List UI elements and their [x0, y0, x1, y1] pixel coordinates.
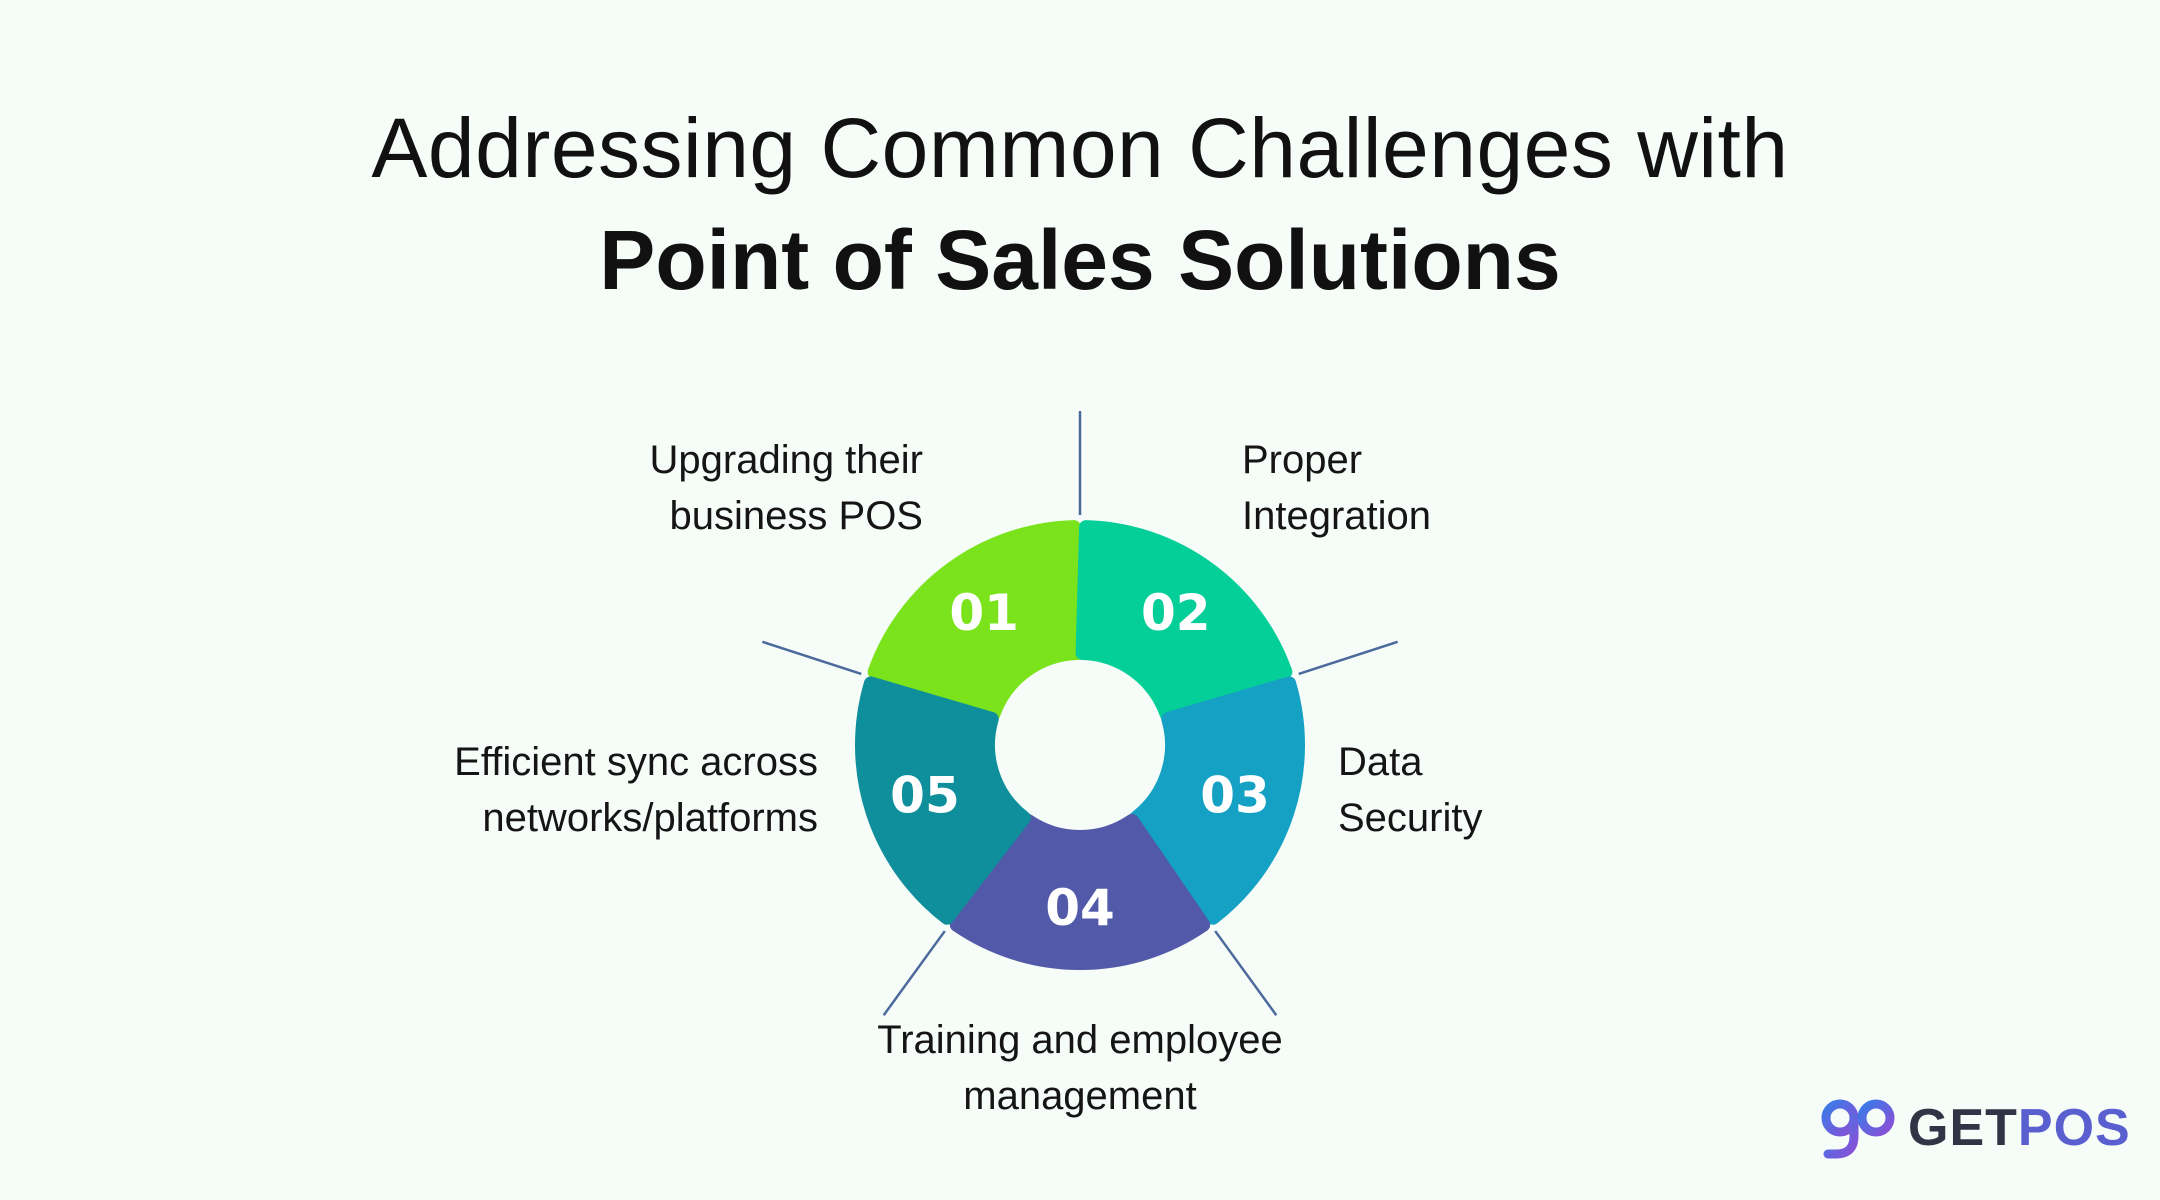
label-01-line-1: Upgrading their [649, 438, 924, 482]
segment-number-01: 01 [949, 584, 1019, 642]
title-line-2: Point of Sales Solutions [599, 213, 1561, 307]
label-05-line-1: Efficient sync across [454, 740, 818, 784]
segment-numbers: 01 02 03 04 05 [890, 584, 1270, 937]
segment-05 [855, 676, 1031, 925]
segment-04 [949, 813, 1211, 970]
wheel-segments [855, 520, 1305, 970]
segment-number-04: 04 [1045, 879, 1115, 937]
logo-text-pos: POS [2017, 1099, 2131, 1157]
getpos-logo: GETPOS [1820, 1096, 2131, 1160]
label-02: Proper Integration [1242, 432, 1431, 544]
segment-02 [1075, 520, 1293, 722]
label-05: Efficient sync across networks/platforms [454, 734, 818, 846]
segment-number-05: 05 [890, 766, 960, 824]
leader-line-4 [882, 930, 946, 1016]
label-04-line-2: management [963, 1074, 1197, 1118]
label-05-line-2: networks/platforms [482, 796, 818, 840]
getpos-wordmark: GETPOS [1908, 1098, 2131, 1158]
logo-text-get: GET [1908, 1099, 2018, 1157]
label-03-line-1: Data [1338, 740, 1423, 784]
leader-lines [761, 411, 1399, 1016]
getpos-gp-logo-icon [1821, 1099, 1895, 1160]
label-02-line-2: Integration [1242, 494, 1432, 538]
segment-01 [867, 520, 1085, 722]
segment-03 [1129, 676, 1305, 925]
leader-line-5 [761, 640, 862, 676]
label-04: Training and employee management [780, 1012, 1380, 1124]
label-04-line-1: Training and employee [877, 1018, 1283, 1062]
segment-number-03: 03 [1200, 766, 1270, 824]
label-01-line-2: business POS [669, 494, 923, 538]
label-02-line-1: Proper [1242, 438, 1363, 482]
leader-line-3 [1214, 930, 1278, 1016]
title-line-1: Addressing Common Challenges with [371, 101, 1789, 195]
label-01: Upgrading their business POS [650, 432, 924, 544]
label-03: Data Security [1338, 734, 1483, 846]
leader-line-2 [1298, 640, 1399, 676]
label-03-line-2: Security [1338, 796, 1483, 840]
segment-number-02: 02 [1141, 584, 1211, 642]
